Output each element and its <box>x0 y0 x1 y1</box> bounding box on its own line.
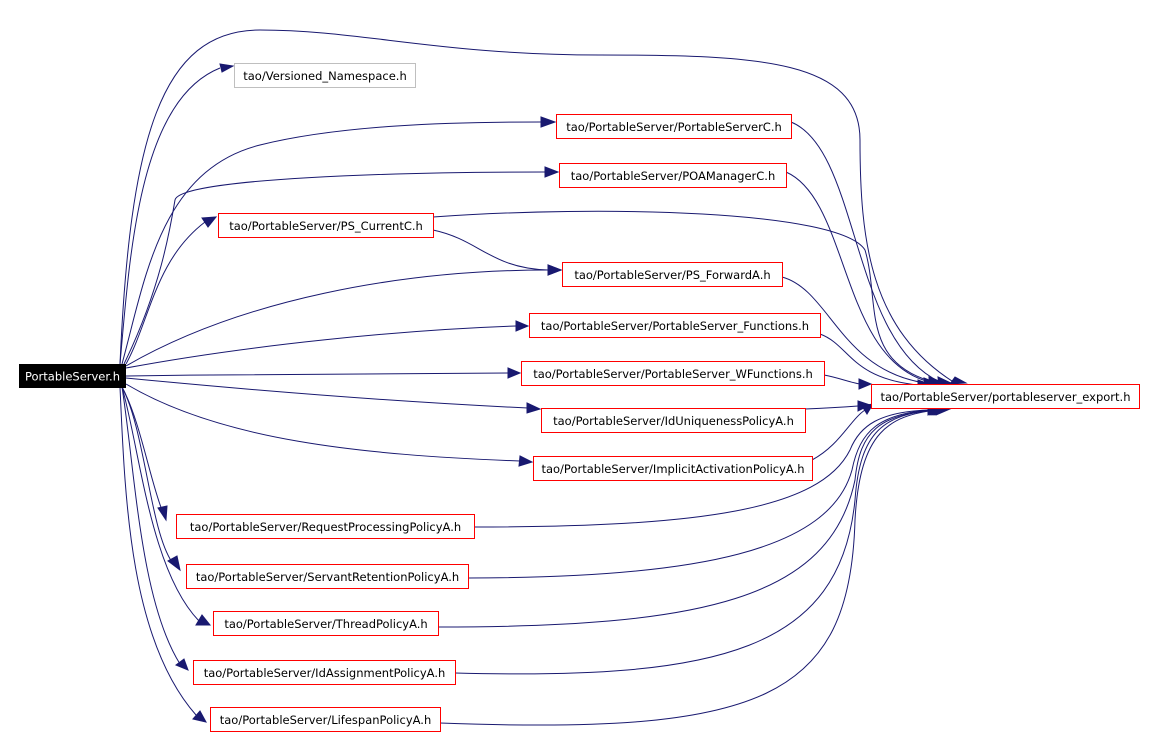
edge-portableserver_h-to-servantretention <box>121 386 173 563</box>
node-label-poamanagerc: tao/PortableServer/POAManagerC.h <box>571 169 776 183</box>
node-implicitactivation[interactable]: tao/PortableServer/ImplicitActivationPol… <box>533 456 813 481</box>
node-box-requestprocessing <box>176 514 475 539</box>
edge-ps_currentc-to-ps_forwarda <box>432 229 549 271</box>
edge-ps_currentc-to-portableserver_export <box>432 210 931 382</box>
node-label-ps_functions: tao/PortableServer/PortableServer_Functi… <box>541 319 809 333</box>
edge-portableserver_h-to-poamanagerc <box>123 171 546 365</box>
edge-idassignment-to-portableserver_export <box>454 409 935 675</box>
node-box-portableserver_export <box>871 384 1140 409</box>
node-box-ps_forwarda <box>562 262 783 287</box>
edge-portableserver_h-to-versioned_namespace <box>119 67 221 365</box>
node-label-requestprocessing: tao/PortableServer/RequestProcessingPoli… <box>190 520 461 534</box>
node-label-ps_wfunctions: tao/PortableServer/PortableServer_WFunct… <box>533 367 813 381</box>
node-label-portableserver_export: tao/PortableServer/portableserver_export… <box>880 390 1130 404</box>
edge-portableserver_h-to-iduniqueness <box>125 377 529 409</box>
node-lifespan[interactable]: tao/PortableServer/LifespanPolicyA.h <box>210 707 441 732</box>
node-label-threadpolicy: tao/PortableServer/ThreadPolicyA.h <box>224 617 427 631</box>
node-ps_currentc[interactable]: tao/PortableServer/PS_CurrentC.h <box>218 213 434 238</box>
arrowhead-portableserver_h-to-idassignment <box>175 658 189 671</box>
node-box-servantretention <box>186 564 469 589</box>
arrowhead-ps_currentc-to-ps_forwarda <box>547 264 563 276</box>
node-ps_functions[interactable]: tao/PortableServer/PortableServer_Functi… <box>529 313 821 338</box>
node-label-iduniqueness: tao/PortableServer/IdUniquenessPolicyA.h <box>553 414 794 428</box>
node-ps_wfunctions[interactable]: tao/PortableServer/PortableServer_WFunct… <box>521 361 825 386</box>
arrowhead-portableserver_h-to-portableserver_export <box>948 376 968 385</box>
edge-requestprocessing-to-portableserver_export <box>473 409 929 528</box>
arrowhead-portableserver_h-to-threadpolicy <box>195 614 212 626</box>
node-portableserver_h[interactable]: PortableServer.h <box>19 364 126 388</box>
edge-portableserver_h-to-threadpolicy <box>121 386 200 622</box>
edge-portableserver_h-to-ps_wfunctions <box>125 372 509 377</box>
arrowhead-portableserver_h-to-servantretention <box>167 555 181 572</box>
arrowhead-portableserver_h-to-portableserverc <box>540 116 557 128</box>
edge-servantretention-to-portableserver_export <box>467 409 931 579</box>
node-label-idassignment: tao/PortableServer/IdAssignmentPolicyA.h <box>204 666 446 680</box>
node-label-implicitactivation: tao/PortableServer/ImplicitActivationPol… <box>541 462 804 476</box>
node-box-implicitactivation <box>533 456 813 481</box>
node-requestprocessing[interactable]: tao/PortableServer/RequestProcessingPoli… <box>176 514 475 539</box>
node-box-ps_wfunctions <box>521 361 825 386</box>
arrowhead-portableserver_h-to-ps_wfunctions <box>507 367 522 379</box>
node-label-versioned_namespace: tao/Versioned_Namespace.h <box>243 69 407 83</box>
arrowhead-portableserver_h-to-iduniqueness <box>526 402 542 414</box>
arrowhead-portableserver_h-to-ps_currentc <box>201 216 218 228</box>
node-versioned_namespace: tao/Versioned_Namespace.h <box>234 63 416 88</box>
node-box-portableserverc <box>556 114 792 139</box>
edge-ps_functions-to-portableserver_export <box>819 333 919 386</box>
graph-nodes: PortableServer.h tao/Versioned_Namespace.… <box>19 63 1140 732</box>
edge-portableserver_h-to-implicitactivation <box>125 383 521 462</box>
arrowhead-portableserver_h-to-poamanagerc <box>544 166 560 178</box>
edge-portableserver_h-to-portableserver_export <box>119 29 956 384</box>
node-box-poamanagerc <box>559 163 787 188</box>
node-label-portableserver_h: PortableServer.h <box>25 370 120 384</box>
node-box-ps_functions <box>529 313 821 338</box>
edge-portableserver_h-to-ps_forwarda <box>125 269 549 367</box>
node-box-idassignment <box>193 660 456 685</box>
node-label-portableserverc: tao/PortableServer/PortableServerC.h <box>566 120 782 134</box>
node-label-lifespan: tao/PortableServer/LifespanPolicyA.h <box>220 713 432 727</box>
edge-portableserver_h-to-requestprocessing <box>121 386 163 511</box>
node-box-portableserver_h <box>19 364 126 388</box>
edge-ps_forwarda-to-portableserver_export <box>781 276 926 384</box>
edge-threadpolicy-to-portableserver_export <box>437 409 933 628</box>
edge-portableserver_h-to-idassignment <box>121 386 181 665</box>
arrowhead-ps_wfunctions-to-portableserver_export <box>858 378 873 390</box>
arrowhead-portableserver_h-to-ps_functions <box>515 320 530 332</box>
arrowhead-portableserver_h-to-requestprocessing <box>157 505 168 522</box>
arrowhead-portableserver_h-to-versioned_namespace <box>219 63 235 73</box>
edge-portableserverc-to-portableserver_export <box>790 121 941 383</box>
edge-implicitactivation-to-portableserver_export <box>811 409 866 461</box>
edge-lifespan-to-portableserver_export <box>439 409 937 726</box>
node-box-threadpolicy <box>213 611 439 636</box>
edge-iduniqueness-to-portableserver_export <box>804 405 859 410</box>
edge-portableserver_h-to-lifespan <box>119 386 197 716</box>
arrowhead-portableserver_h-to-lifespan <box>192 710 207 723</box>
graph-edges <box>119 29 968 726</box>
node-servantretention[interactable]: tao/PortableServer/ServantRetentionPolic… <box>186 564 469 589</box>
node-box-iduniqueness <box>541 408 806 433</box>
node-label-ps_forwarda: tao/PortableServer/PS_ForwardA.h <box>574 268 770 282</box>
node-iduniqueness[interactable]: tao/PortableServer/IdUniquenessPolicyA.h <box>541 408 806 433</box>
node-portableserver_export[interactable]: tao/PortableServer/portableserver_export… <box>871 384 1140 409</box>
node-idassignment[interactable]: tao/PortableServer/IdAssignmentPolicyA.h <box>193 660 456 685</box>
edge-portableserver_h-to-portableserverc <box>121 121 543 365</box>
edge-poamanagerc-to-portableserver_export <box>785 171 931 383</box>
node-poamanagerc[interactable]: tao/PortableServer/POAManagerC.h <box>559 163 787 188</box>
edge-portableserver_h-to-ps_currentc <box>125 221 206 365</box>
node-box-ps_currentc <box>218 213 434 238</box>
edge-portableserver_h-to-ps_functions <box>125 325 517 369</box>
node-label-ps_currentc: tao/PortableServer/PS_CurrentC.h <box>229 219 423 233</box>
arrowhead-implicitactivation-to-portableserver_export <box>861 403 874 415</box>
node-box-lifespan <box>210 707 441 732</box>
node-ps_forwarda[interactable]: tao/PortableServer/PS_ForwardA.h <box>562 262 783 287</box>
node-threadpolicy[interactable]: tao/PortableServer/ThreadPolicyA.h <box>213 611 439 636</box>
edge-ps_wfunctions-to-portableserver_export <box>823 374 861 385</box>
node-label-servantretention: tao/PortableServer/ServantRetentionPolic… <box>196 570 459 584</box>
node-box-versioned_namespace <box>234 63 416 88</box>
node-portableserverc[interactable]: tao/PortableServer/PortableServerC.h <box>556 114 792 139</box>
arrowhead-portableserver_h-to-implicitactivation <box>518 455 534 467</box>
